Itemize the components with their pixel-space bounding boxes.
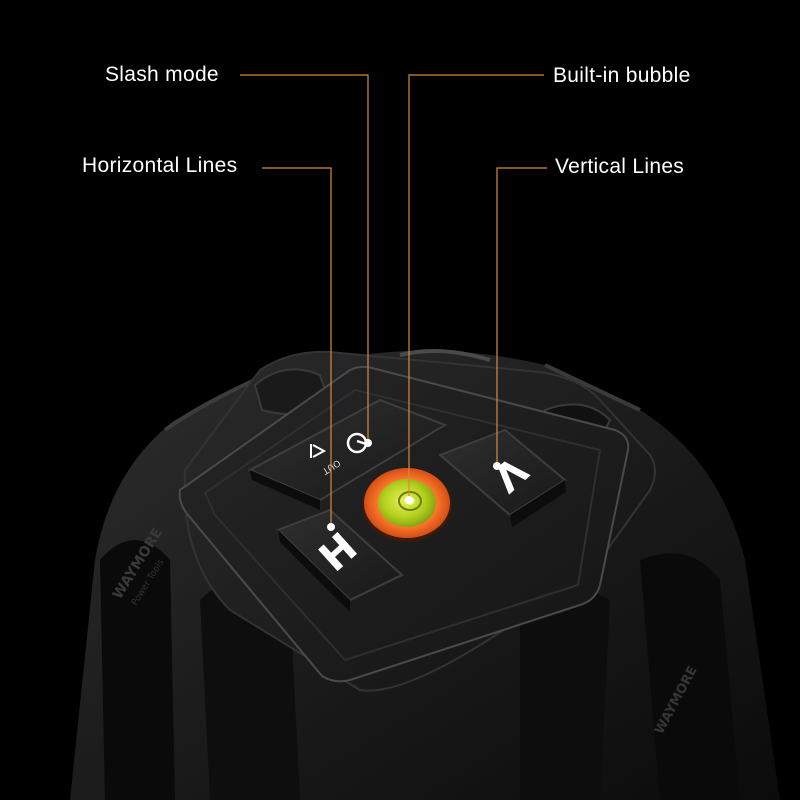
- slash-mode-button[interactable]: [247, 398, 448, 510]
- horizontal-lines-button[interactable]: [276, 508, 404, 612]
- leader-slash-mode: [240, 74, 369, 443]
- vertical-lines-button[interactable]: [438, 428, 567, 527]
- leader-built-in-bubble: [408, 74, 544, 500]
- leader-vertical-lines: [496, 167, 547, 466]
- slash-mode-label: Slash mode: [105, 63, 219, 86]
- horizontal-lines-label: Horizontal Lines: [82, 154, 238, 177]
- leader-lines: [240, 74, 547, 527]
- built-in-bubble-label: Built-in bubble: [553, 64, 691, 87]
- slash-mode-icon: [310, 444, 327, 458]
- vertical-lines-label: Vertical Lines: [555, 155, 685, 178]
- leader-horizontal-lines: [262, 167, 332, 527]
- bubble-level-icon: [362, 468, 452, 542]
- leader-endpoints: [327, 439, 501, 531]
